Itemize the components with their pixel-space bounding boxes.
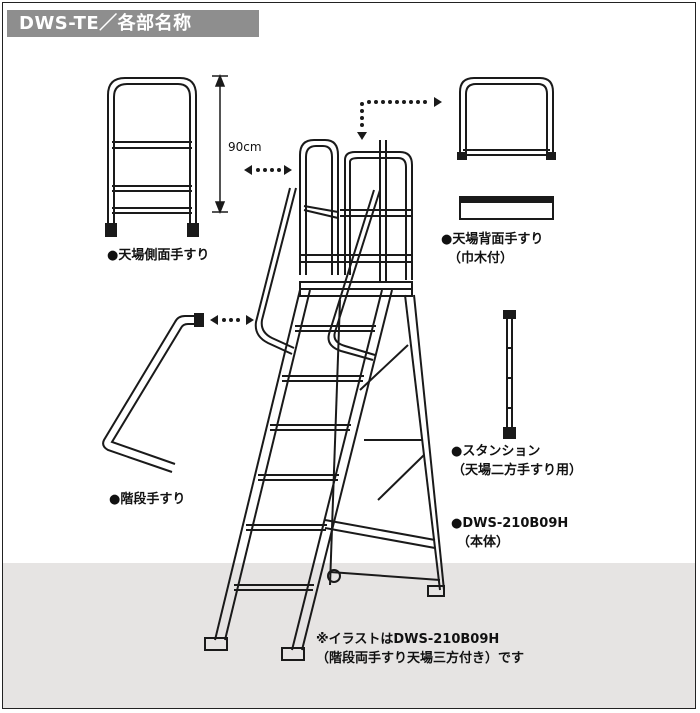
stair-rail-part — [102, 313, 204, 473]
title-bar: DWS-TE／各部名称 — [7, 10, 259, 37]
stair-rail-label: ●階段手すり — [109, 492, 186, 507]
stanchion-part — [503, 310, 516, 439]
dimension-label: 90cm — [228, 140, 262, 154]
dotted-arrow-side — [244, 165, 292, 175]
dotted-arrow-back — [357, 97, 442, 140]
illustration-note-line1: ※イラストはDWS-210B09H — [316, 632, 500, 647]
back-rail-note: （巾木付） — [448, 251, 514, 266]
ladder-feet — [204, 569, 445, 661]
side-rail-part — [105, 77, 199, 237]
dotted-arrow-stair — [210, 315, 254, 325]
ladder-body — [214, 139, 445, 651]
toe-board-part — [459, 196, 554, 220]
dotted-arrows — [210, 97, 442, 325]
dimension-arrow — [212, 73, 228, 215]
stanchion-note: （天場二方手すり用） — [452, 463, 583, 478]
back-rail-part — [457, 77, 556, 160]
stanchion-label: ●スタンション — [451, 444, 541, 459]
side-rail-label: ●天場側面手すり — [107, 248, 210, 263]
floor-area — [3, 563, 695, 708]
illustration-note-line2: （階段両手すり天場三方付き）です — [316, 651, 525, 666]
back-rail-label: ●天場背面手すり — [441, 232, 544, 247]
body-note: （本体） — [457, 535, 510, 550]
body-label: ●DWS-210B09H — [451, 516, 569, 531]
